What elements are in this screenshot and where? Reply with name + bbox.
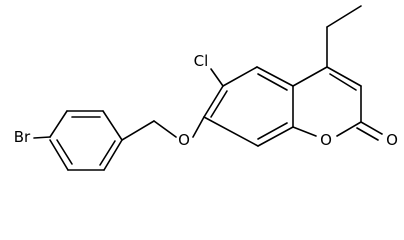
coumarin-pyrone-ring [292,66,362,137]
carbonyl-group [356,121,383,141]
chlorine-label: Cl [194,52,209,70]
c-cl-bond [210,68,224,87]
ring-bond [203,85,224,118]
ring-bond [292,126,317,137]
carbonyl-double-bond [356,127,379,141]
ethyl-group [326,5,362,68]
benzyl-linker [121,116,205,141]
ether-oxygen-label: O [178,131,190,149]
ring-double-bond-inner [257,122,288,140]
ch2-o-bond [153,120,177,138]
ring-oxygen-label: O [320,131,332,149]
ring-double-bond-inner [56,139,73,165]
ring-bond [203,116,259,147]
ring-bond [49,139,69,171]
ring-bond [102,110,123,141]
bromine-label: Br [14,128,31,146]
ring-double-bond-inner [99,140,116,166]
carbonyl-bond [360,121,383,135]
coumarin-benzo-ring [203,66,294,147]
ring-bond [257,126,294,147]
structure-svg: Br Cl O O O [14,5,398,171]
o-aryl-bond [192,116,205,138]
carbonyl-oxygen-label: O [386,131,398,149]
molecule-drawing: Br Cl O O O [14,5,398,171]
ring-bond [336,121,362,137]
ring-bond [256,66,294,87]
ring-bond [103,139,123,171]
ring-bond [49,110,68,138]
ring-double-bond-inner [210,90,228,118]
ring-bond [222,66,258,87]
c-br-bond [33,136,51,139]
ring-bond [292,66,328,87]
ring-double-bond-inner [257,73,288,91]
ethyl-bond-2 [326,5,362,28]
bromophenyl-ring [33,110,123,171]
ring-bond [326,66,362,87]
benzyl-ch2-bond [121,120,155,141]
ring-double-bond-inner [329,73,357,91]
